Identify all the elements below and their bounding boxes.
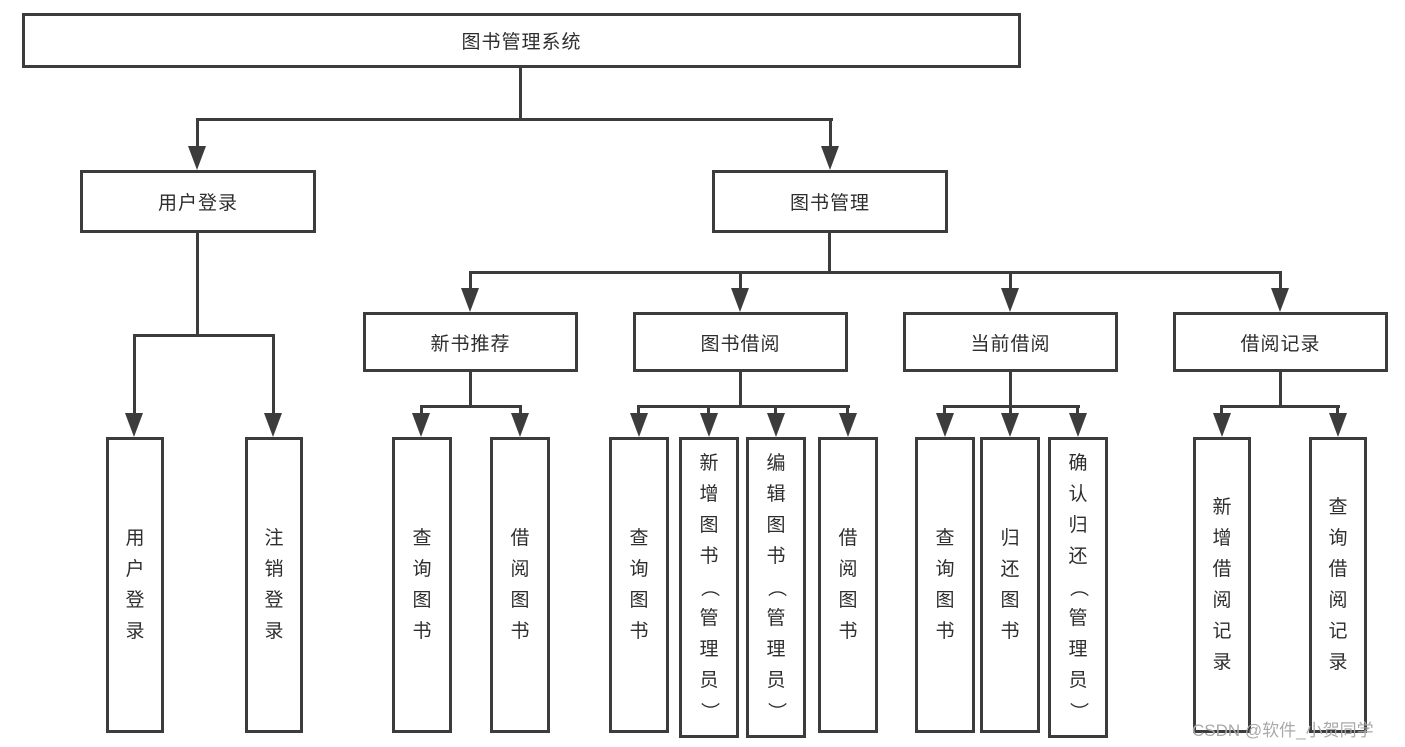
arrowhead-icon (125, 413, 143, 437)
arrowhead-icon (1001, 288, 1019, 312)
node-book-management: 图书管理 (712, 170, 948, 233)
arrowhead-icon (1069, 413, 1087, 437)
arrowhead-icon (1001, 413, 1019, 437)
watermark: CSDN @软件_小贺同学 (1192, 721, 1374, 740)
connector-leaf-drop (519, 405, 522, 415)
arrowhead-icon (839, 413, 857, 437)
leaf-query-borrow-record: 查询借阅记录 (1309, 437, 1367, 733)
node-new-book-recommend: 新书推荐 (363, 312, 578, 372)
leaf-query-books-recommend: 查询图书 (392, 437, 452, 733)
connector-leaf-drop (1220, 405, 1223, 415)
leaf-query-books-current: 查询图书 (915, 437, 975, 733)
connector-recommend-bar (420, 405, 522, 408)
arrowhead-icon (188, 146, 206, 170)
node-current-borrow: 当前借阅 (903, 312, 1118, 372)
connector-records-drop (1279, 271, 1282, 288)
node-book-borrow: 图书借阅 (633, 312, 848, 372)
connector-level2-bar (196, 118, 833, 121)
connector-borrow-drop (739, 271, 742, 288)
connector-user-login-stem (196, 233, 199, 334)
leaf-edit-books-admin: 编辑图书（管理员） (746, 437, 806, 738)
arrowhead-icon (1213, 413, 1231, 437)
leaf-borrow-books: 借阅图书 (818, 437, 878, 733)
leaf-borrow-books-recommend: 借阅图书 (490, 437, 550, 733)
connector-leaf-drop (1336, 405, 1339, 415)
leaf-add-borrow-record: 新增借阅记录 (1193, 437, 1251, 733)
connector-borrow-stem (739, 372, 742, 405)
connector-leaf-drop (774, 405, 777, 415)
arrowhead-icon (936, 413, 954, 437)
leaf-add-books-admin: 新增图书（管理员） (679, 437, 739, 738)
node-root: 图书管理系统 (22, 13, 1021, 68)
arrowhead-icon (700, 413, 718, 437)
connector-records-bar (1220, 405, 1340, 408)
connector-recommend-drop (469, 271, 472, 288)
arrowhead-icon (731, 288, 749, 312)
arrowhead-icon (767, 413, 785, 437)
connector-book-mgmt-stem (828, 233, 831, 271)
connector-current-drop (1009, 271, 1012, 288)
leaf-query-books-borrow: 查询图书 (609, 437, 669, 733)
connector-leaf-drop (637, 405, 640, 415)
connector-current-stem (1009, 372, 1012, 405)
leaf-user-login: 用户登录 (106, 437, 164, 733)
leaf-confirm-return-admin: 确认归还（管理员） (1048, 437, 1108, 738)
connector-recommend-stem (469, 372, 472, 405)
connector-user-login-drop (196, 118, 199, 150)
arrowhead-icon (511, 413, 529, 437)
connector-leaf-drop (943, 405, 946, 415)
arrowhead-icon (630, 413, 648, 437)
node-borrow-records: 借阅记录 (1173, 312, 1388, 372)
connector-leaf-drop (420, 405, 423, 415)
arrowhead-icon (821, 146, 839, 170)
connector-leaf-drop (1009, 405, 1012, 415)
leaf-return-books: 归还图书 (980, 437, 1040, 733)
connector-leaf-drop (846, 405, 849, 415)
leaf-logout: 注销登录 (245, 437, 303, 733)
node-user-login: 用户登录 (80, 170, 316, 233)
connector-records-stem (1279, 372, 1282, 405)
connector-book-mgmt-drop (829, 118, 832, 150)
connector-root-stem (519, 68, 522, 118)
connector-logout-drop (272, 334, 275, 413)
arrowhead-icon (1271, 288, 1289, 312)
arrowhead-icon (412, 413, 430, 437)
arrowhead-icon (1329, 413, 1347, 437)
arrowhead-icon (461, 288, 479, 312)
arrowhead-icon (264, 413, 282, 437)
connector-leaf-drop (707, 405, 710, 415)
connector-level3-bar (469, 271, 1282, 274)
connector-borrow-bar (637, 405, 850, 408)
connector-login-drop (133, 334, 136, 413)
connector-user-login-bar (133, 334, 275, 337)
connector-leaf-drop (1076, 405, 1079, 415)
